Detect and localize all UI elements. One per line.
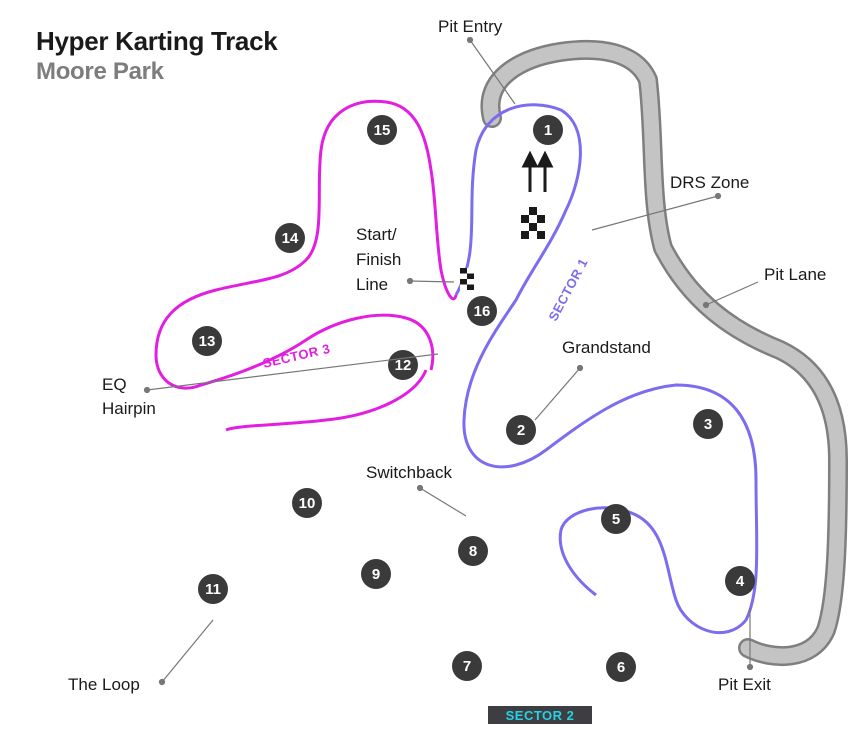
corner-marker: 2 xyxy=(506,415,536,445)
label-drs-zone: DRS Zone xyxy=(670,173,749,192)
label-grandstand: Grandstand xyxy=(562,338,651,357)
callout-lines xyxy=(143,36,759,686)
corner-marker: 8 xyxy=(458,536,488,566)
checkered-flag-icon xyxy=(521,207,545,239)
map-title: Hyper Karting Track xyxy=(36,26,278,56)
corner-number: 8 xyxy=(469,543,477,560)
label-start-finish-line-1: Start/ xyxy=(356,225,397,244)
corner-marker: 16 xyxy=(467,296,497,326)
corner-number: 4 xyxy=(736,573,745,590)
corner-number: 3 xyxy=(704,416,712,433)
corner-marker: 11 xyxy=(198,574,228,604)
label-the-loop: The Loop xyxy=(68,675,140,694)
race-track xyxy=(156,101,767,725)
label-pit-entry: Pit Entry xyxy=(438,17,503,36)
corner-marker: 3 xyxy=(693,409,723,439)
corner-number: 9 xyxy=(372,566,380,583)
label-eq-hairpin-2: Hairpin xyxy=(102,399,156,418)
label-pit-lane: Pit Lane xyxy=(764,265,826,284)
corner-number: 6 xyxy=(617,659,625,676)
corner-marker: 1 xyxy=(533,115,563,145)
corner-marker: 13 xyxy=(192,326,222,356)
label-start-finish-line-2: Finish xyxy=(356,250,401,269)
corner-number: 7 xyxy=(463,658,471,675)
corner-number: 14 xyxy=(282,230,299,247)
pit-lane xyxy=(480,39,848,666)
corner-number: 12 xyxy=(395,357,412,374)
corner-number: 5 xyxy=(612,511,620,528)
label-pit-exit: Pit Exit xyxy=(718,675,771,694)
label-eq-hairpin-1: EQ xyxy=(102,375,127,394)
sector-2-label-bg xyxy=(488,706,592,724)
corner-marker: 9 xyxy=(361,559,391,589)
map-subtitle: Moore Park xyxy=(36,58,164,85)
corner-marker: 7 xyxy=(452,651,482,681)
corner-marker: 10 xyxy=(292,488,322,518)
corner-marker: 4 xyxy=(725,566,755,596)
corner-markers: 1 2 3 4 5 6 7 8 9 10 11 12 13 14 15 16 xyxy=(192,115,755,682)
sector-2-label: SECTOR 2 xyxy=(506,708,575,723)
corner-number: 10 xyxy=(299,495,316,512)
start-finish-line xyxy=(460,268,474,290)
corner-number: 13 xyxy=(199,333,216,350)
corner-marker: 12 xyxy=(388,350,418,380)
corner-marker: 15 xyxy=(367,115,397,145)
up-arrows-icon xyxy=(521,150,554,192)
label-start-finish-line-3: Line xyxy=(356,275,388,294)
corner-number: 15 xyxy=(374,122,391,139)
corner-marker: 14 xyxy=(275,223,305,253)
corner-marker: 5 xyxy=(601,504,631,534)
corner-number: 1 xyxy=(544,122,552,139)
corner-number: 16 xyxy=(474,303,491,320)
label-switchback: Switchback xyxy=(366,463,452,482)
corner-number: 2 xyxy=(517,422,525,439)
corner-number: 11 xyxy=(205,581,221,598)
corner-marker: 6 xyxy=(606,652,636,682)
